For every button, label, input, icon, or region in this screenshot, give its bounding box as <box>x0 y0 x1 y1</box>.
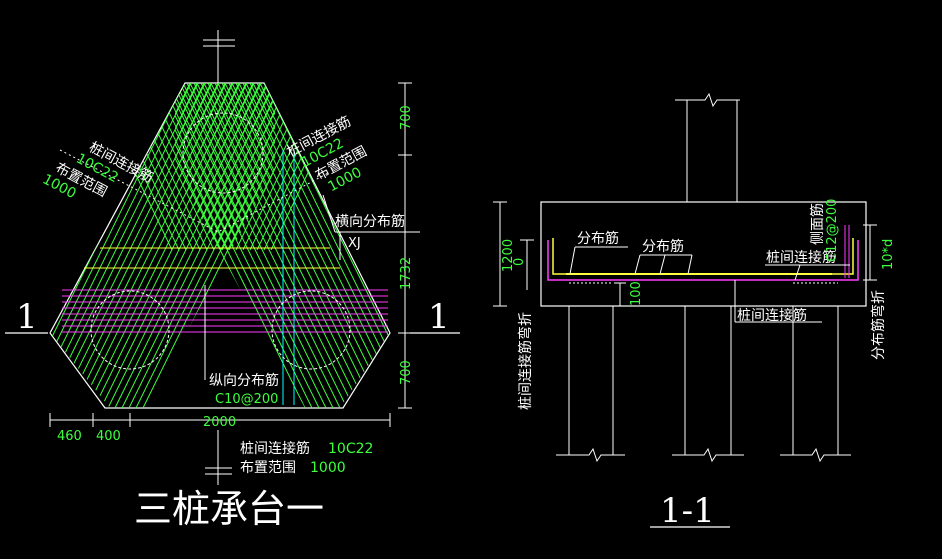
section-dim-left <box>493 201 534 307</box>
section-piles <box>556 306 851 463</box>
section-marker-text-right: 1 <box>428 297 450 337</box>
connection-rebar-line <box>142 83 275 408</box>
connection-rebar-line <box>86 83 248 408</box>
label-distribution-1: 分布筋 <box>577 230 619 247</box>
label-side-face: 侧面筋 <box>809 203 826 245</box>
column-marker <box>203 30 235 83</box>
label-connection-bottom: 桩间连接筋 <box>737 307 807 324</box>
dim-700-bottom: 700 <box>399 360 414 385</box>
cross-rebar-line <box>238 83 275 251</box>
bottom-note-range-value: 1000 <box>310 460 346 476</box>
dim-1200: 1200 <box>501 239 516 272</box>
connection-rebar-line <box>58 83 220 408</box>
dim-cover: 0 <box>512 258 527 266</box>
connection-rebar-line <box>100 83 262 408</box>
label-side-face-rebar: C12@200 <box>825 199 840 262</box>
connection-rebar-line <box>256 83 390 408</box>
dim-700-top: 700 <box>399 105 414 130</box>
cross-rebar-line <box>175 83 205 251</box>
connection-rebar-line <box>114 83 275 408</box>
cross-rebar-line <box>259 83 275 251</box>
longitudinal-rebar: C10@200 <box>215 392 278 407</box>
transverse-rebar: XJ <box>348 236 361 251</box>
section-column <box>675 92 740 202</box>
bottom-note-rebar: 10C22 <box>328 441 373 457</box>
connection-rebar-line <box>121 83 275 408</box>
section-rebars <box>547 225 859 284</box>
connection-rebar-line <box>263 83 390 408</box>
cross-rebar-line <box>224 83 275 251</box>
plan-view: 1 1 700 1732 700 460 400 2000 <box>5 30 460 531</box>
section-cap <box>540 201 867 307</box>
dim-400: 400 <box>96 429 121 444</box>
section-marker-left: 1 <box>5 297 48 337</box>
connection-rebar-line <box>50 83 206 408</box>
dim-bend: 10*d <box>881 239 896 270</box>
connection-rebar-line <box>51 83 213 408</box>
section-leaders <box>569 246 850 323</box>
connection-rebar-line <box>107 83 269 408</box>
section-dim-right <box>863 224 877 281</box>
connection-rebar-line <box>128 83 275 408</box>
pile-right <box>271 290 351 370</box>
section-marker-right: 1 <box>410 297 460 337</box>
connection-rebar-line <box>175 83 306 408</box>
cross-rebar-line <box>161 83 243 251</box>
leaders <box>59 149 420 380</box>
label-connection-bend: 桩间连接筋弯折 <box>517 312 534 410</box>
bottom-note-label: 桩间连接筋 <box>240 440 310 457</box>
dim-460: 460 <box>57 429 82 444</box>
label-distribution-bend: 分布筋弯折 <box>870 290 887 360</box>
plan-title: 三桩承台一 <box>134 487 324 531</box>
bottom-note-range-label: 布置范围 <box>240 459 296 476</box>
cross-rebar-line <box>175 83 198 251</box>
connection-rebar-line <box>93 83 255 408</box>
right-note: 桩间连接筋 10C22 布置范围 1000 <box>284 113 370 196</box>
dim-100: 100 <box>629 281 644 306</box>
dimension-right <box>398 82 412 409</box>
longitudinal-label: 纵向分布筋 <box>209 372 279 389</box>
longitudinal-rebar-magenta <box>62 289 388 333</box>
label-connection-top: 桩间连接筋 <box>766 249 836 266</box>
connection-rebar-line <box>79 83 241 408</box>
cross-rebar-line <box>175 83 212 251</box>
connection-rebar-line <box>65 83 227 408</box>
section-marker-text-left: 1 <box>16 297 38 337</box>
section-view: 1200 0 100 10*d 分布筋 分布筋 桩间连接筋 桩间连接筋 侧面筋 … <box>493 92 896 531</box>
pile-left <box>90 290 170 370</box>
connection-rebar-line <box>135 83 275 408</box>
connection-rebar-bands <box>50 83 390 408</box>
cross-rebar-line <box>210 83 275 251</box>
section-title: 1-1 <box>660 491 715 531</box>
cross-rebar-line <box>245 83 275 251</box>
dim-2000: 2000 <box>203 415 236 430</box>
dim-1732: 1732 <box>399 257 414 290</box>
piles <box>90 112 351 370</box>
transverse-rebar-yellow <box>84 247 340 269</box>
cross-rebar-line <box>175 83 257 251</box>
column-marker-bottom <box>205 430 232 485</box>
cross-rebar-line <box>231 83 275 251</box>
label-distribution-2: 分布筋 <box>642 238 684 255</box>
cross-rebar-line <box>217 83 275 251</box>
cross-rebar-line <box>252 83 275 251</box>
cyan-guides <box>282 150 295 405</box>
cross-rebar-line <box>175 83 191 251</box>
left-note: 桩间连接筋 10C22 布置范围 1000 <box>40 139 156 203</box>
pile-top <box>182 112 264 194</box>
dimension-bottom <box>49 413 391 427</box>
cross-rebar-line <box>168 83 250 251</box>
transverse-label: 横向分布筋 <box>335 213 405 230</box>
